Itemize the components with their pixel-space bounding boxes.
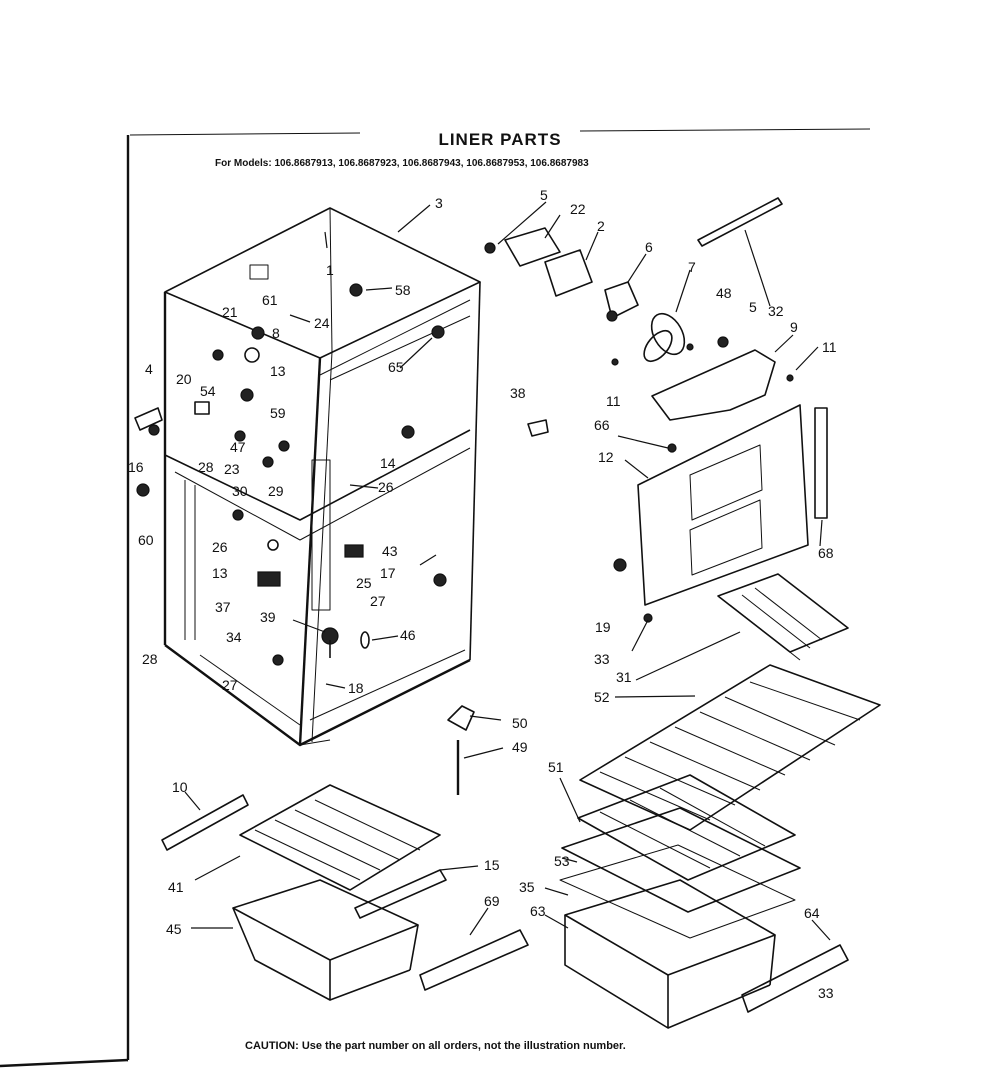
callout-33: 33 — [594, 651, 610, 667]
callout-47: 47 — [230, 439, 246, 455]
callout-23: 23 — [224, 461, 240, 477]
callout-24: 24 — [314, 315, 330, 331]
callout-69: 69 — [484, 893, 500, 909]
callout-54: 54 — [200, 383, 216, 399]
callout-3: 3 — [435, 195, 443, 211]
callout-63: 63 — [530, 903, 546, 919]
callout-59: 59 — [270, 405, 286, 421]
callout-4: 4 — [145, 361, 153, 377]
callout-66: 66 — [594, 417, 610, 433]
left-glass-shelf — [161, 784, 447, 919]
right-drawer — [564, 879, 849, 1029]
callout-38: 38 — [510, 385, 526, 401]
callout-26-left: 26 — [212, 539, 228, 555]
callout-7: 7 — [688, 259, 696, 275]
callout-25: 25 — [356, 575, 372, 591]
callout-16: 16 — [128, 459, 144, 475]
callout-52: 52 — [594, 689, 610, 705]
rear-panel — [527, 404, 828, 623]
leader-lines — [184, 201, 831, 941]
callout-18: 18 — [348, 680, 364, 696]
callout-22: 22 — [570, 201, 586, 217]
callout-17: 17 — [380, 565, 396, 581]
callout-9: 9 — [790, 319, 798, 335]
callout-46: 46 — [400, 627, 416, 643]
callout-43: 43 — [382, 543, 398, 559]
callout-13-upper: 13 — [270, 363, 286, 379]
callout-33-lower: 33 — [818, 985, 834, 1001]
callout-29: 29 — [268, 483, 284, 499]
callout-15: 15 — [484, 857, 500, 873]
caution-note: CAUTION: Use the part number on all orde… — [245, 1040, 626, 1052]
callout-21: 21 — [222, 304, 238, 320]
callout-8: 8 — [272, 325, 280, 341]
crisper-shelf — [559, 774, 801, 939]
frame-lines — [0, 128, 871, 1068]
callout-11-right: 11 — [822, 339, 837, 355]
callout-58: 58 — [395, 282, 411, 298]
callout-34: 34 — [226, 629, 242, 645]
callout-13-lower: 13 — [212, 565, 228, 581]
callout-64: 64 — [804, 905, 820, 921]
callout-14: 14 — [380, 455, 396, 471]
liner-cabinet — [134, 207, 481, 747]
callout-48: 48 — [716, 285, 732, 301]
callout-41: 41 — [168, 879, 184, 895]
callout-50: 50 — [512, 715, 528, 731]
callout-28-upper: 28 — [198, 459, 214, 475]
diagram-title: LINER PARTS — [438, 130, 562, 149]
callout-51: 51 — [548, 759, 564, 775]
callout-37: 37 — [215, 599, 231, 615]
wire-shelf — [579, 664, 881, 831]
shelf-support — [447, 705, 475, 795]
callout-28-lower: 28 — [142, 651, 158, 667]
callout-39: 39 — [260, 609, 276, 625]
callout-12: 12 — [598, 449, 614, 465]
fan-assembly — [484, 197, 794, 421]
callout-31: 31 — [616, 669, 632, 685]
callout-68: 68 — [818, 545, 834, 561]
callout-numbers: 3 1 58 21 61 8 24 4 20 54 13 59 65 16 47… — [128, 187, 837, 1001]
callout-49: 49 — [512, 739, 528, 755]
callout-27-upper: 27 — [370, 593, 386, 609]
callout-27-lower: 27 — [222, 677, 238, 693]
callout-61: 61 — [262, 292, 278, 308]
callout-45: 45 — [166, 921, 182, 937]
callout-53: 53 — [554, 853, 570, 869]
ice-tray — [717, 573, 849, 661]
callout-30: 30 — [232, 483, 248, 499]
callout-1: 1 — [326, 262, 334, 278]
callout-32: 32 — [768, 303, 784, 319]
callout-6: 6 — [645, 239, 653, 255]
callout-35: 35 — [519, 879, 535, 895]
callout-65: 65 — [388, 359, 404, 375]
callout-20: 20 — [176, 371, 192, 387]
callout-26-right: 26 — [378, 479, 394, 495]
callout-11-left: 11 — [606, 393, 621, 409]
callout-2: 2 — [597, 218, 605, 234]
callout-5-right: 5 — [749, 299, 757, 315]
models-line: For Models: 106.8687913, 106.8687923, 10… — [215, 158, 589, 169]
callout-10: 10 — [172, 779, 188, 795]
callout-5-left: 5 — [540, 187, 548, 203]
left-drawer — [232, 879, 529, 1001]
callout-60: 60 — [138, 532, 154, 548]
callout-19: 19 — [595, 619, 611, 635]
